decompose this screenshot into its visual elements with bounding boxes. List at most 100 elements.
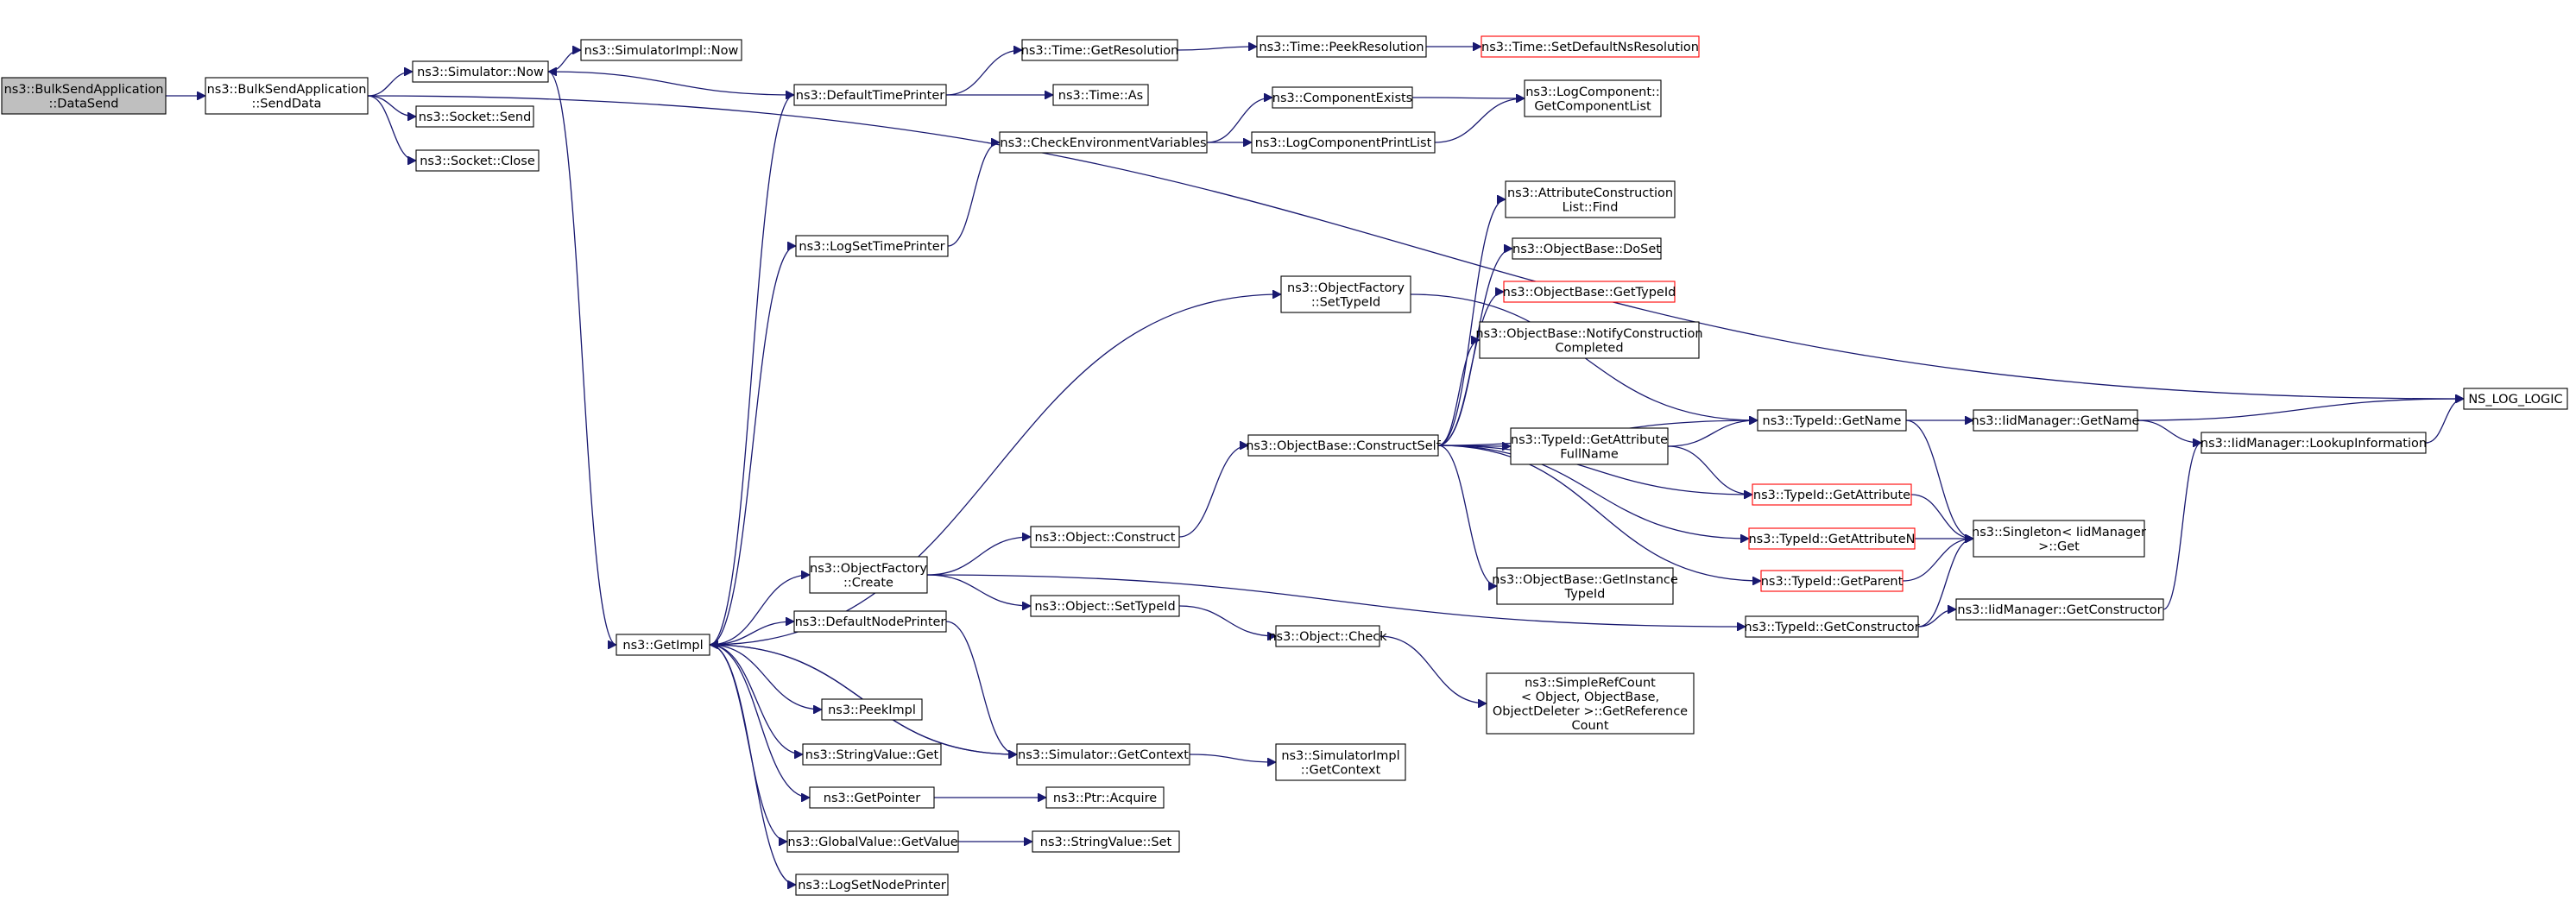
edge-n26-n32 [1434,98,1525,143]
node-ns3-bulksendapplication-datasend[interactable]: ns3::BulkSendApplication::DataSend [1,77,167,115]
node-ns3-object-construct[interactable]: ns3::Object::Construct [1030,526,1180,548]
edge-n8-n18 [947,142,1001,247]
node-ns3-object-check[interactable]: ns3::Object::Check [1268,625,1387,647]
node-ns3-iidmanager-getname[interactable]: ns3::IidManager::GetName [1972,409,2140,432]
node-ns3-logcomponent-getcomponentlist[interactable]: ns3::LogComponent::GetComponentList [1524,79,1662,117]
node-ns3-checkenvironmentvariables[interactable]: ns3::CheckEnvironmentVariables [999,131,1208,154]
node-label: ns3::TypeId::GetAttribute [1753,489,1910,502]
edge-n37-n40 [1667,420,1758,447]
node-ns3-defaultnodeprinter[interactable]: ns3::DefaultNodePrinter [793,610,947,633]
node-ns3-typeid-getattributen[interactable]: ns3::TypeId::GetAttributeN [1748,527,1916,550]
node-ns3-objectbase-gettypeid[interactable]: ns3::ObjectBase::GetTypeId [1503,281,1676,303]
node-label: ns3::Simulator::Now [417,66,544,79]
edge-n6-n10 [709,621,794,646]
node-ns3-simplerefcount-object-objectbase-objectdeleter-getreferencecount[interactable]: ns3::SimpleRefCount< Object, ObjectBase,… [1486,672,1695,735]
node-ns3-objectbase-constructself[interactable]: ns3::ObjectBase::ConstructSelf [1246,434,1442,457]
node-label: ns3::PeekImpl [828,703,916,717]
edge-n44-n47 [1917,609,1957,628]
node-label: ns3::TypeId::GetAttribute [1511,433,1668,447]
node-ns3-time-peekresolution[interactable]: ns3::Time::PeekResolution [1256,35,1427,58]
node-label: ns3::StringValue::Get [805,748,939,762]
node-ns3-typeid-getparent[interactable]: ns3::TypeId::GetParent [1760,570,1904,592]
node-ns3-logsetnodeprinter[interactable]: ns3::LogSetNodePrinter [795,874,949,896]
node-label: ns3::Time::As [1058,89,1143,103]
edge-n41-n46 [1910,494,1973,539]
node-ns3-time-getresolution[interactable]: ns3::Time::GetResolution [1021,39,1179,61]
node-ns3-typeid-getconstructor[interactable]: ns3::TypeId::GetConstructor [1744,615,1920,638]
node-label: ns3::LogComponent:: [1525,85,1660,99]
node-ns3-objectfactory-create[interactable]: ns3::ObjectFactory::Create [809,556,928,594]
node-label: ::GetContext [1301,763,1381,777]
node-label: ns3::LogSetTimePrinter [799,240,944,254]
node-label: ns3::GlobalValue::GetValue [787,836,957,849]
node-ns3-simulatorimpl-now[interactable]: ns3::SimulatorImpl::Now [580,39,742,61]
node-box [1275,625,1380,647]
node-label: ::SendData [252,97,322,110]
node-ns3-objectbase-notifyconstructioncompleted[interactable]: ns3::ObjectBase::NotifyConstructionCompl… [1475,321,1703,359]
node-ns3-simulator-getcontext[interactable]: ns3::Simulator::GetContext [1016,743,1190,766]
node-ns3-iidmanager-lookupinformation[interactable]: ns3::IidManager::LookupInformation [2200,432,2427,454]
node-box [1272,86,1413,109]
node-label: ns3::DefaultTimePrinter [796,89,944,103]
node-ns3-stringvalue-get[interactable]: ns3::StringValue::Get [802,743,942,766]
node-ns3-logsettimeprinter[interactable]: ns3::LogSetTimePrinter [795,235,949,257]
node-box [1,77,167,115]
node-box [415,149,540,172]
node-ns3-time-as[interactable]: ns3::Time::As [1052,84,1149,106]
node-label: ::SetTypeId [1311,295,1380,309]
node-ns3-typeid-getname[interactable]: ns3::TypeId::GetName [1757,409,1907,432]
edge-n6-n11 [709,644,822,710]
node-ns3-simulator-now[interactable]: ns3::Simulator::Now [412,60,549,83]
node-ns3-socket-send[interactable]: ns3::Socket::Send [415,105,534,128]
node-box [1486,672,1695,735]
node-label: ns3::ObjectBase::NotifyConstruction [1475,327,1702,341]
node-label: ns3::BulkSendApplication [207,83,367,97]
node-ns3-defaulttimeprinter[interactable]: ns3::DefaultTimePrinter [793,84,947,106]
edge-n6-n12 [709,644,803,754]
node-ns3-iidmanager-getconstructor[interactable]: ns3::IidManager::GetConstructor [1955,598,2164,621]
node-ns3-simulatorimpl-getcontext[interactable]: ns3::SimulatorImpl::GetContext [1275,743,1406,781]
node-ns3-getpointer[interactable]: ns3::GetPointer [809,786,935,809]
node-box [802,743,942,766]
node-ns3-componentexists[interactable]: ns3::ComponentExists [1272,86,1413,109]
node-label: List::Find [1563,200,1619,214]
node-ns3-stringvalue-set[interactable]: ns3::StringValue::Set [1032,830,1180,853]
node-label: ns3::LogComponentPrintList [1255,136,1432,150]
node-box [1748,527,1916,550]
node-box [1973,520,2145,558]
node-label: ns3::SimulatorImpl [1281,749,1399,763]
edge-n6-n13 [709,644,810,798]
node-ns3-objectbase-doset[interactable]: ns3::ObjectBase::DoSet [1512,237,1662,260]
node-ns3-getimpl[interactable]: ns3::GetImpl [616,634,710,656]
node-ns3-typeid-getattribute[interactable]: ns3::TypeId::GetAttribute [1752,483,1912,506]
node-label: ns3::Socket::Close [420,155,535,168]
node-box [1745,615,1919,638]
edge-n21-n30 [1189,754,1276,762]
node-label: ns3::BulkSendApplication [4,83,164,97]
node-ns3-objectfactory-settypeid[interactable]: ns3::ObjectFactory::SetTypeId [1280,275,1411,313]
node-label: ns3::ObjectBase::ConstructSelf [1246,439,1441,453]
edge-n7-n16 [945,50,1022,96]
node-label: ns3::Time::GetResolution [1021,44,1179,58]
node-ns3-peekimpl[interactable]: ns3::PeekImpl [821,698,923,721]
node-ns3-object-settypeid[interactable]: ns3::Object::SetTypeId [1030,595,1180,617]
node-box [415,105,534,128]
node-label: ns3::ObjectBase::DoSet [1512,243,1661,256]
node-label: ns3::ObjectBase::GetInstance [1492,573,1678,587]
node-ns3-singleton-iidmanager-get[interactable]: ns3::Singleton< IidManager >::Get [1972,520,2146,558]
node-ns3-bulksendapplication-senddata[interactable]: ns3::BulkSendApplication::SendData [205,77,369,115]
node-box [1757,409,1907,432]
node-label: ns3::IidManager::GetConstructor [1957,603,2162,617]
node-ns3-logcomponentprintlist[interactable]: ns3::LogComponentPrintList [1251,131,1436,154]
node-ns3-globalvalue-getvalue[interactable]: ns3::GlobalValue::GetValue [786,830,959,853]
node-ns-log-logic[interactable]: NS_LOG_LOGIC [2463,388,2568,410]
edge-n28-n35 [1437,292,1505,446]
node-ns3-socket-close[interactable]: ns3::Socket::Close [415,149,540,172]
node-label: ns3::AttributeConstruction [1507,186,1673,200]
node-ns3-ptr-acquire[interactable]: ns3::Ptr::Acquire [1045,786,1165,809]
node-box [1760,570,1904,592]
node-ns3-time-setdefaultnsresolution[interactable]: ns3::Time::SetDefaultNsResolution [1481,35,1700,58]
